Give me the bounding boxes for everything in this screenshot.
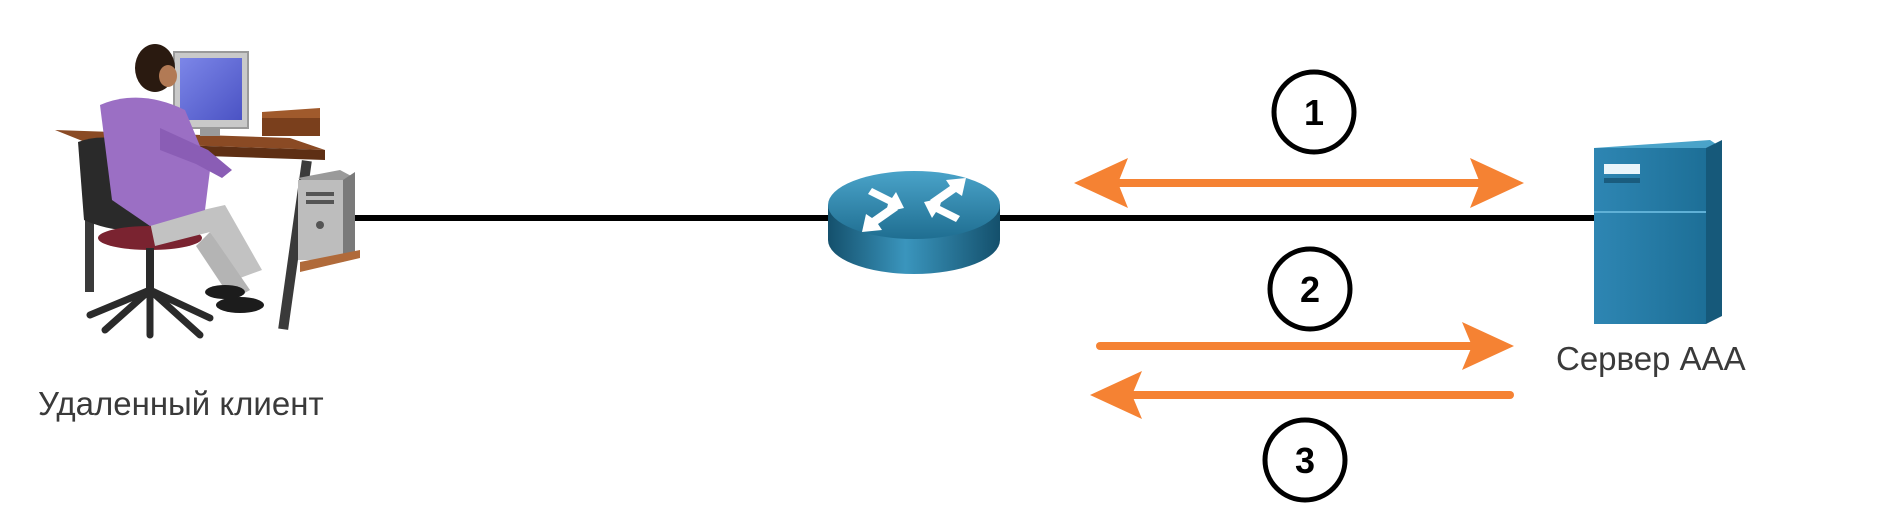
step-3-badge: 3 [1262, 417, 1348, 503]
person-at-workstation-icon [55, 44, 360, 339]
step-2-number: 2 [1300, 269, 1320, 310]
server-icon [1594, 140, 1722, 324]
step-3-arrow [1090, 371, 1514, 419]
step-1-badge: 1 [1271, 69, 1357, 155]
step-1-arrow [1074, 158, 1524, 208]
step-2-badge: 2 [1267, 246, 1353, 332]
step-1-number: 1 [1304, 92, 1324, 133]
router-icon [828, 171, 1000, 274]
step-2-arrow [1096, 322, 1514, 370]
client-label: Удаленный клиент [38, 385, 324, 422]
server-label: Сервер AAA [1556, 340, 1746, 377]
step-3-number: 3 [1295, 440, 1315, 481]
